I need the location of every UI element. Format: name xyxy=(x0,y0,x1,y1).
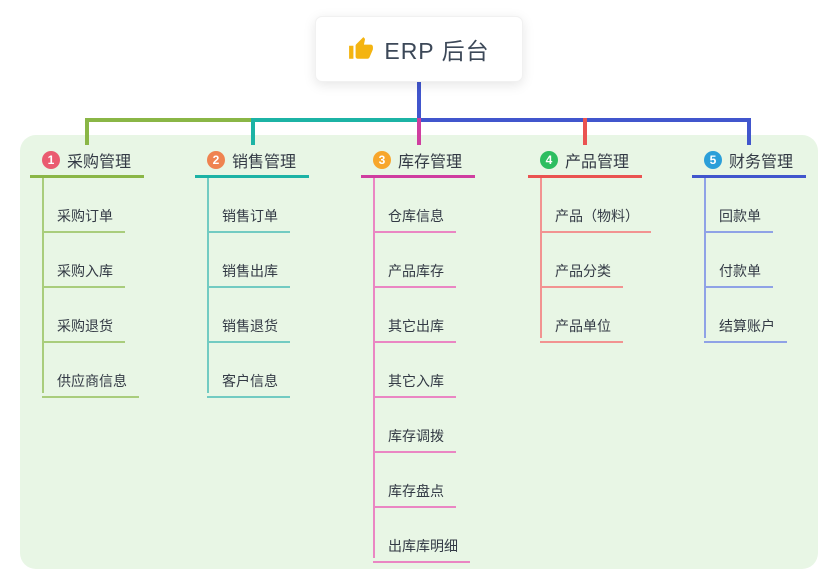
child-node-label: 出库库明细 xyxy=(373,536,470,563)
badge-icon-3: 3 xyxy=(373,151,391,169)
badge-icon-4: 4 xyxy=(540,151,558,169)
bus-line-segment-sales xyxy=(253,118,419,122)
child-node[interactable]: 回款单 xyxy=(692,178,806,233)
drop-line-purchase xyxy=(85,118,89,145)
child-node-label: 产品分类 xyxy=(540,261,623,288)
child-node-label: 产品库存 xyxy=(373,261,456,288)
branch-sales-title: 销售管理 xyxy=(232,154,297,171)
child-node[interactable]: 付款单 xyxy=(692,233,806,288)
child-node[interactable]: 仓库信息 xyxy=(361,178,475,233)
drop-line-sales xyxy=(251,118,255,145)
child-node-label: 结算账户 xyxy=(704,316,787,343)
branch-product: 4 产品管理 产品（物料） 产品分类 产品单位 xyxy=(528,145,651,343)
root-connector-line xyxy=(417,82,421,122)
thumbs-up-icon xyxy=(349,37,374,59)
branch-finance: 5 财务管理 回款单 付款单 结算账户 xyxy=(692,145,806,343)
drop-line-finance xyxy=(747,118,751,145)
branch-purchase: 1 采购管理 采购订单 采购入库 采购退货 供应商信息 xyxy=(30,145,144,398)
child-node[interactable]: 销售出库 xyxy=(195,233,309,288)
child-node-label: 客户信息 xyxy=(207,371,290,398)
child-node[interactable]: 其它出库 xyxy=(361,288,475,343)
child-node-label: 库存盘点 xyxy=(373,481,456,508)
branch-inventory-children: 仓库信息 产品库存 其它出库 其它入库 库存调拨 xyxy=(361,178,475,563)
branch-purchase-title: 采购管理 xyxy=(67,154,132,171)
child-node[interactable]: 产品（物料） xyxy=(528,178,651,233)
root-node-label: ERP 后台 xyxy=(384,38,490,64)
child-node[interactable]: 销售订单 xyxy=(195,178,309,233)
child-node-label: 付款单 xyxy=(704,261,773,288)
child-node[interactable]: 采购订单 xyxy=(30,178,144,233)
drop-line-product xyxy=(583,118,587,145)
child-node-label: 采购退货 xyxy=(42,316,125,343)
branch-finance-title: 财务管理 xyxy=(729,154,794,171)
branch-sales-children: 销售订单 销售出库 销售退货 客户信息 xyxy=(195,178,309,398)
badge-icon-1: 1 xyxy=(42,151,60,169)
child-node-label: 其它入库 xyxy=(373,371,456,398)
branch-finance-header[interactable]: 5 财务管理 xyxy=(692,145,806,178)
child-node-label: 仓库信息 xyxy=(373,206,456,233)
branch-inventory-header[interactable]: 3 库存管理 xyxy=(361,145,475,178)
child-node-label: 采购入库 xyxy=(42,261,125,288)
child-connector-line xyxy=(540,178,542,338)
child-node-label: 供应商信息 xyxy=(42,371,139,398)
branch-purchase-header[interactable]: 1 采购管理 xyxy=(30,145,144,178)
branch-sales: 2 销售管理 销售订单 销售出库 销售退货 客户信息 xyxy=(195,145,309,398)
child-node[interactable]: 出库库明细 xyxy=(361,508,475,563)
child-node-label: 销售订单 xyxy=(207,206,290,233)
child-node-label: 回款单 xyxy=(704,206,773,233)
child-node-label: 产品（物料） xyxy=(540,206,651,233)
branch-inventory-title: 库存管理 xyxy=(398,154,463,171)
root-node[interactable]: ERP 后台 xyxy=(315,16,523,82)
child-node[interactable]: 结算账户 xyxy=(692,288,806,343)
child-node[interactable]: 采购退货 xyxy=(30,288,144,343)
badge-icon-2: 2 xyxy=(207,151,225,169)
child-node[interactable]: 销售退货 xyxy=(195,288,309,343)
child-node-label: 销售出库 xyxy=(207,261,290,288)
child-connector-line xyxy=(207,178,209,393)
bus-line-segment-purchase xyxy=(85,118,253,122)
child-node-label: 采购订单 xyxy=(42,206,125,233)
child-node-label: 其它出库 xyxy=(373,316,456,343)
branch-inventory: 3 库存管理 仓库信息 产品库存 其它出库 其它入库 xyxy=(361,145,475,563)
branch-product-title: 产品管理 xyxy=(565,154,630,171)
mindmap-background-panel xyxy=(20,135,818,569)
child-node[interactable]: 供应商信息 xyxy=(30,343,144,398)
branch-product-children: 产品（物料） 产品分类 产品单位 xyxy=(528,178,651,343)
child-node[interactable]: 产品库存 xyxy=(361,233,475,288)
branch-product-header[interactable]: 4 产品管理 xyxy=(528,145,642,178)
branch-purchase-children: 采购订单 采购入库 采购退货 供应商信息 xyxy=(30,178,144,398)
child-node[interactable]: 客户信息 xyxy=(195,343,309,398)
child-connector-line xyxy=(373,178,375,558)
child-node[interactable]: 采购入库 xyxy=(30,233,144,288)
badge-icon-5: 5 xyxy=(704,151,722,169)
child-node-label: 销售退货 xyxy=(207,316,290,343)
branch-finance-children: 回款单 付款单 结算账户 xyxy=(692,178,806,343)
child-node-label: 产品单位 xyxy=(540,316,623,343)
child-node-label: 库存调拨 xyxy=(373,426,456,453)
child-node[interactable]: 产品单位 xyxy=(528,288,642,343)
child-node[interactable]: 库存盘点 xyxy=(361,453,475,508)
child-node[interactable]: 其它入库 xyxy=(361,343,475,398)
child-node[interactable]: 库存调拨 xyxy=(361,398,475,453)
child-node[interactable]: 产品分类 xyxy=(528,233,642,288)
child-connector-line xyxy=(704,178,706,338)
branch-sales-header[interactable]: 2 销售管理 xyxy=(195,145,309,178)
child-connector-line xyxy=(42,178,44,393)
drop-line-inventory xyxy=(417,118,421,145)
